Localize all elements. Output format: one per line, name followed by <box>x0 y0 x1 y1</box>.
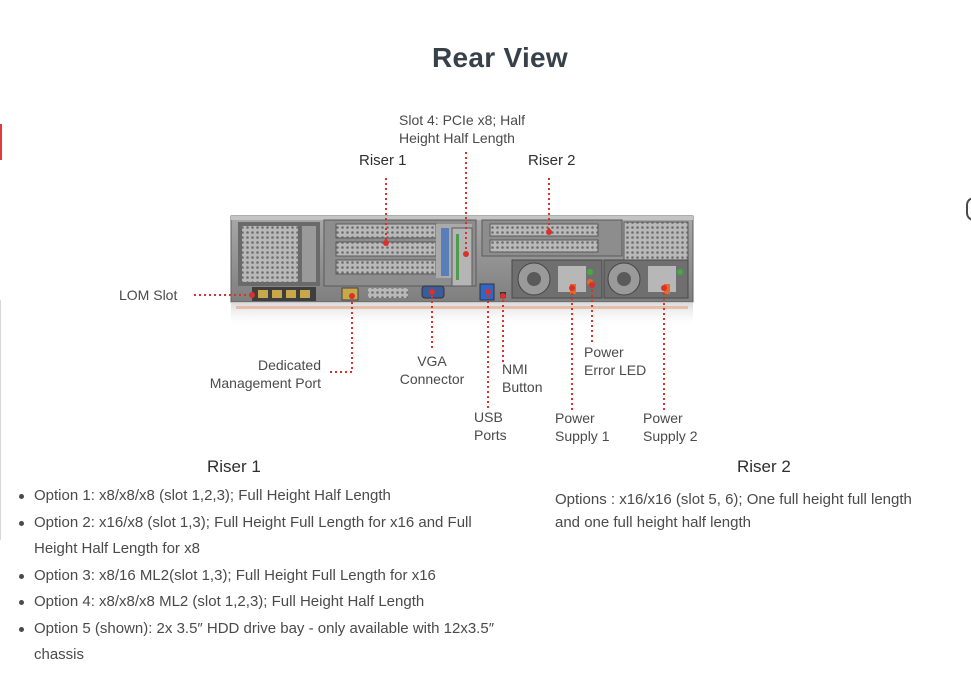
slot4-dot <box>463 251 469 257</box>
riser1-option-4: Option 4: x8/x8/x8 ML2 (slot 1,2,3); Ful… <box>19 589 560 616</box>
usb-dot <box>485 289 491 295</box>
vga-dot <box>429 289 435 295</box>
riser1-option-5-cont: chassis <box>34 646 85 663</box>
psu1-dot <box>569 285 575 291</box>
nmi-dot <box>500 293 506 299</box>
page-title: Rear View <box>431 42 569 73</box>
left-edge-accent <box>0 124 2 160</box>
riser2-description: Options : x16/x16 (slot 5, 6); One full … <box>555 491 912 531</box>
riser1-dot <box>383 240 389 246</box>
mgmt-dot <box>349 293 355 299</box>
lom-dot <box>249 292 255 298</box>
slot-4 <box>451 227 473 287</box>
riser2-callout: Riser 2 <box>528 152 576 169</box>
left-edge-divider <box>0 300 1 540</box>
riser1-option-2: Option 2: x16/x8 (slot 1,3); Full Height… <box>19 510 560 537</box>
riser1-callout: Riser 1 <box>359 152 407 169</box>
riser1-option-1: Option 1: x8/x8/x8 (slot 1,2,3); Full He… <box>19 483 560 510</box>
psu2-dot <box>661 285 667 291</box>
riser1-slot-3 <box>335 259 437 275</box>
riser1-heading: Riser 1 <box>207 457 261 476</box>
riser2-heading: Riser 2 <box>737 457 791 476</box>
lom-slot-label: LOM Slot <box>119 287 178 303</box>
riser1-options-list: Option 1: x8/x8/x8 (slot 1,2,3); Full He… <box>0 483 560 669</box>
riser1-option-3: Option 3: x8/16 ML2(slot 1,3); Full Heig… <box>19 563 560 590</box>
riser2-dot <box>546 229 552 235</box>
riser1-option-5: Option 5 (shown): 2x 3.5″ HDD drive bay … <box>19 616 560 643</box>
led-dot <box>589 282 595 288</box>
riser1-option-2-cont: Height Half Length for x8 <box>34 540 200 557</box>
riser1-slot-1 <box>335 223 437 239</box>
